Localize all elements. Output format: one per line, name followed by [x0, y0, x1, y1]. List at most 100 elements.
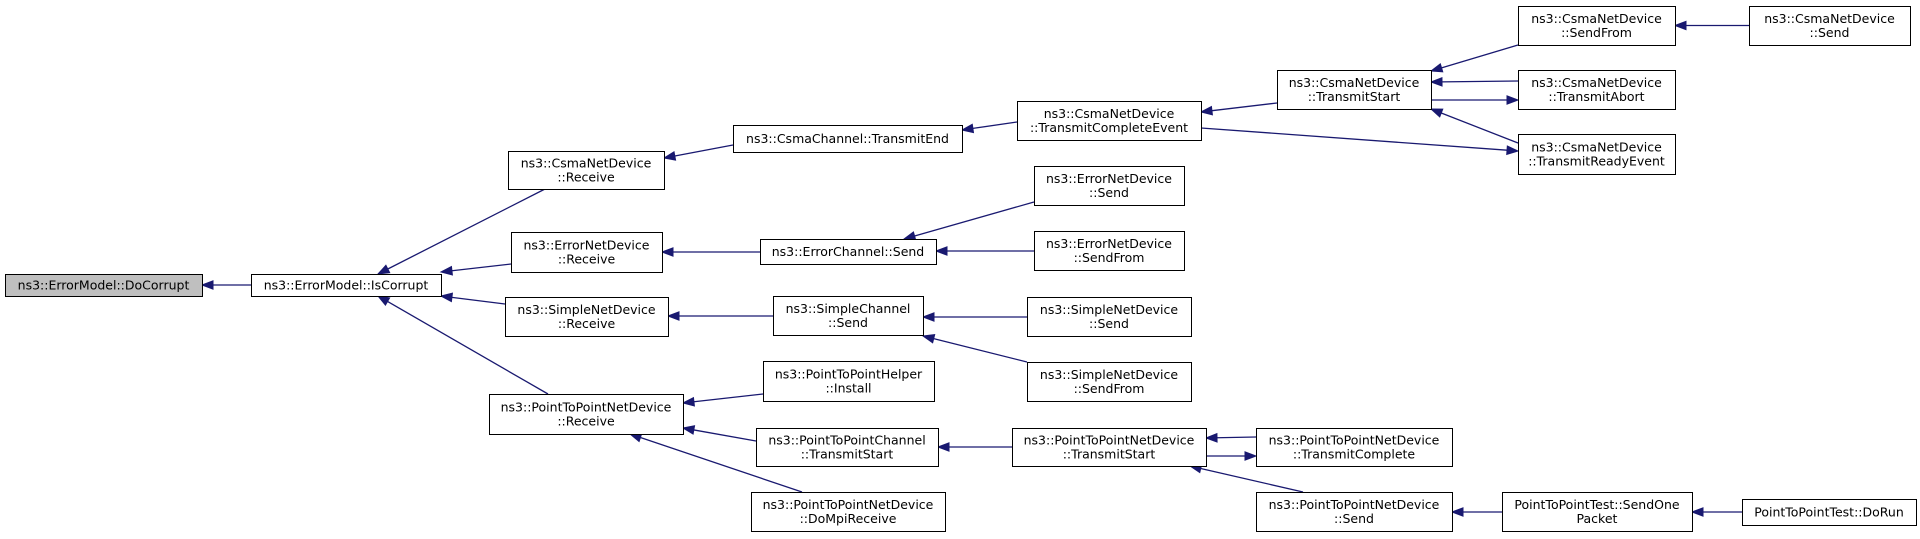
edge-p2pchan_ts-to-p2p_recv [693, 429, 757, 442]
node-box[interactable] [756, 428, 939, 467]
arrowhead-icon [1429, 108, 1444, 118]
node-label: ns3::CsmaNetDevice [1289, 75, 1420, 90]
node-label: ns3::CsmaNetDevice [1531, 75, 1662, 90]
node-p2phelper_install[interactable]: ns3::PointToPointHelper::Install [763, 361, 935, 402]
node-p2pdev_tc[interactable]: ns3::PointToPointNetDevice::TransmitComp… [1256, 428, 1453, 467]
node-box[interactable] [251, 274, 442, 297]
node-box[interactable] [1256, 428, 1453, 467]
node-box[interactable] [763, 361, 935, 402]
arrowhead-icon [1429, 76, 1443, 87]
node-label: ns3::CsmaChannel::TransmitEnd [746, 131, 949, 146]
edge-simpledev_sendfrom-to-simplechan_send [933, 338, 1028, 363]
node-label: ::Send [1089, 316, 1129, 331]
node-label: ns3::ErrorNetDevice [1046, 171, 1172, 186]
arrowhead-icon [1204, 432, 1218, 443]
node-box[interactable] [505, 297, 669, 337]
node-label: ::Receive [558, 252, 616, 267]
node-box[interactable] [1256, 492, 1453, 532]
node-box[interactable] [733, 125, 963, 153]
node-box[interactable] [1277, 70, 1432, 110]
node-box[interactable] [1012, 428, 1207, 467]
node-label: ns3::CsmaNetDevice [521, 156, 652, 171]
arrowhead-icon [1506, 95, 1520, 105]
node-label: ns3::PointToPointHelper [775, 367, 923, 382]
node-label: Packet [1577, 511, 1618, 526]
node-label: ::TransmitStart [801, 447, 894, 462]
node-errdev_sendfrom[interactable]: ns3::ErrorNetDevice::SendFrom [1034, 231, 1185, 271]
node-errchan_send[interactable]: ns3::ErrorChannel::Send [760, 239, 937, 265]
arrowhead-icon [662, 151, 677, 161]
node-docorrupt[interactable]: ns3::ErrorModel::DoCorrupt [5, 274, 203, 297]
node-box[interactable] [1017, 101, 1202, 141]
node-box[interactable] [1027, 362, 1192, 402]
node-label: ::TransmitCompleteEvent [1030, 120, 1188, 135]
node-label: ns3::ErrorChannel::Send [772, 244, 925, 259]
arrowhead-icon [376, 295, 391, 307]
node-box[interactable] [760, 239, 937, 265]
node-label: ::TransmitStart [1308, 89, 1401, 104]
node-p2pdev_ts[interactable]: ns3::PointToPointNetDevice::TransmitStar… [1012, 428, 1207, 467]
node-p2p_dompi[interactable]: ns3::PointToPointNetDevice::DoMpiReceive [751, 492, 946, 532]
arrowhead-icon [921, 312, 935, 322]
arrowhead-icon [200, 280, 214, 290]
node-box[interactable] [1518, 6, 1676, 46]
node-box[interactable] [1749, 6, 1911, 46]
arrowhead-icon [439, 292, 454, 303]
node-err_recv[interactable]: ns3::ErrorNetDevice::Receive [511, 232, 663, 273]
node-label: ::Install [825, 381, 871, 396]
node-p2pchan_ts[interactable]: ns3::PointToPointChannel::TransmitStart [756, 428, 939, 467]
node-simple_recv[interactable]: ns3::SimpleNetDevice::Receive [505, 297, 669, 337]
node-csmachan_te[interactable]: ns3::CsmaChannel::TransmitEnd [733, 125, 963, 153]
node-label: ns3::CsmaNetDevice [1764, 11, 1895, 26]
node-csma_sendfrom[interactable]: ns3::CsmaNetDevice::SendFrom [1518, 6, 1676, 46]
node-box[interactable] [1502, 492, 1693, 532]
node-p2pdev_send[interactable]: ns3::PointToPointNetDevice::Send [1256, 492, 1453, 532]
node-label: ns3::ErrorModel::IsCorrupt [264, 278, 429, 293]
arrowhead-icon [1690, 507, 1704, 517]
node-box[interactable] [751, 492, 946, 532]
node-label: PointToPointTest::DoRun [1754, 505, 1904, 520]
edge-errdev_send-to-errchan_send [914, 201, 1035, 237]
node-label: ::Send [1810, 25, 1850, 40]
node-box[interactable] [773, 296, 924, 336]
arrowhead-icon [681, 396, 695, 407]
arrowhead-icon [681, 425, 696, 435]
arrowhead-icon [1429, 62, 1444, 73]
arrowhead-icon [902, 231, 917, 241]
node-csma_tce[interactable]: ns3::CsmaNetDevice::TransmitCompleteEven… [1017, 101, 1202, 141]
node-box[interactable] [508, 151, 665, 190]
node-label: ns3::ErrorNetDevice [1046, 236, 1172, 251]
node-csma_tre[interactable]: ns3::CsmaNetDevice::TransmitReadyEvent [1518, 134, 1676, 175]
node-label: ns3::SimpleNetDevice [517, 302, 655, 317]
node-csma_ts[interactable]: ns3::CsmaNetDevice::TransmitStart [1277, 70, 1432, 110]
node-p2p_recv[interactable]: ns3::PointToPointNetDevice::Receive [489, 394, 684, 435]
node-label: ns3::SimpleNetDevice [1040, 367, 1178, 382]
node-box[interactable] [489, 394, 684, 435]
node-simpledev_sendfrom[interactable]: ns3::SimpleNetDevice::SendFrom [1027, 362, 1192, 402]
arrowhead-icon [1673, 20, 1687, 31]
node-box[interactable] [511, 232, 663, 273]
node-simpledev_send[interactable]: ns3::SimpleNetDevice::Send [1027, 297, 1192, 337]
node-errdev_send[interactable]: ns3::ErrorNetDevice::Send [1034, 166, 1185, 206]
node-box[interactable] [1034, 231, 1185, 271]
node-box[interactable] [5, 274, 203, 297]
node-csma_send[interactable]: ns3::CsmaNetDevice::Send [1749, 6, 1911, 46]
node-box[interactable] [1034, 166, 1185, 206]
arrowhead-icon [660, 247, 674, 257]
node-box[interactable] [1518, 134, 1676, 175]
node-box[interactable] [1742, 499, 1917, 526]
node-label: ns3::PointToPointNetDevice [763, 497, 934, 512]
edge-csma_tre-to-csma_ts [1441, 112, 1519, 144]
node-box[interactable] [1027, 297, 1192, 337]
node-simplechan_send[interactable]: ns3::SimpleChannel::Send [773, 296, 924, 336]
node-label: ::Send [1089, 185, 1129, 200]
arrowhead-icon [960, 123, 975, 134]
node-csma_recv[interactable]: ns3::CsmaNetDevice::Receive [508, 151, 665, 190]
node-csma_ta[interactable]: ns3::CsmaNetDevice::TransmitAbort [1518, 70, 1676, 110]
node-box[interactable] [1518, 70, 1676, 110]
node-label: ns3::CsmaNetDevice [1531, 11, 1662, 26]
node-p2ptest_dorun[interactable]: PointToPointTest::DoRun [1742, 499, 1917, 526]
node-iscorrupt[interactable]: ns3::ErrorModel::IsCorrupt [251, 274, 442, 297]
